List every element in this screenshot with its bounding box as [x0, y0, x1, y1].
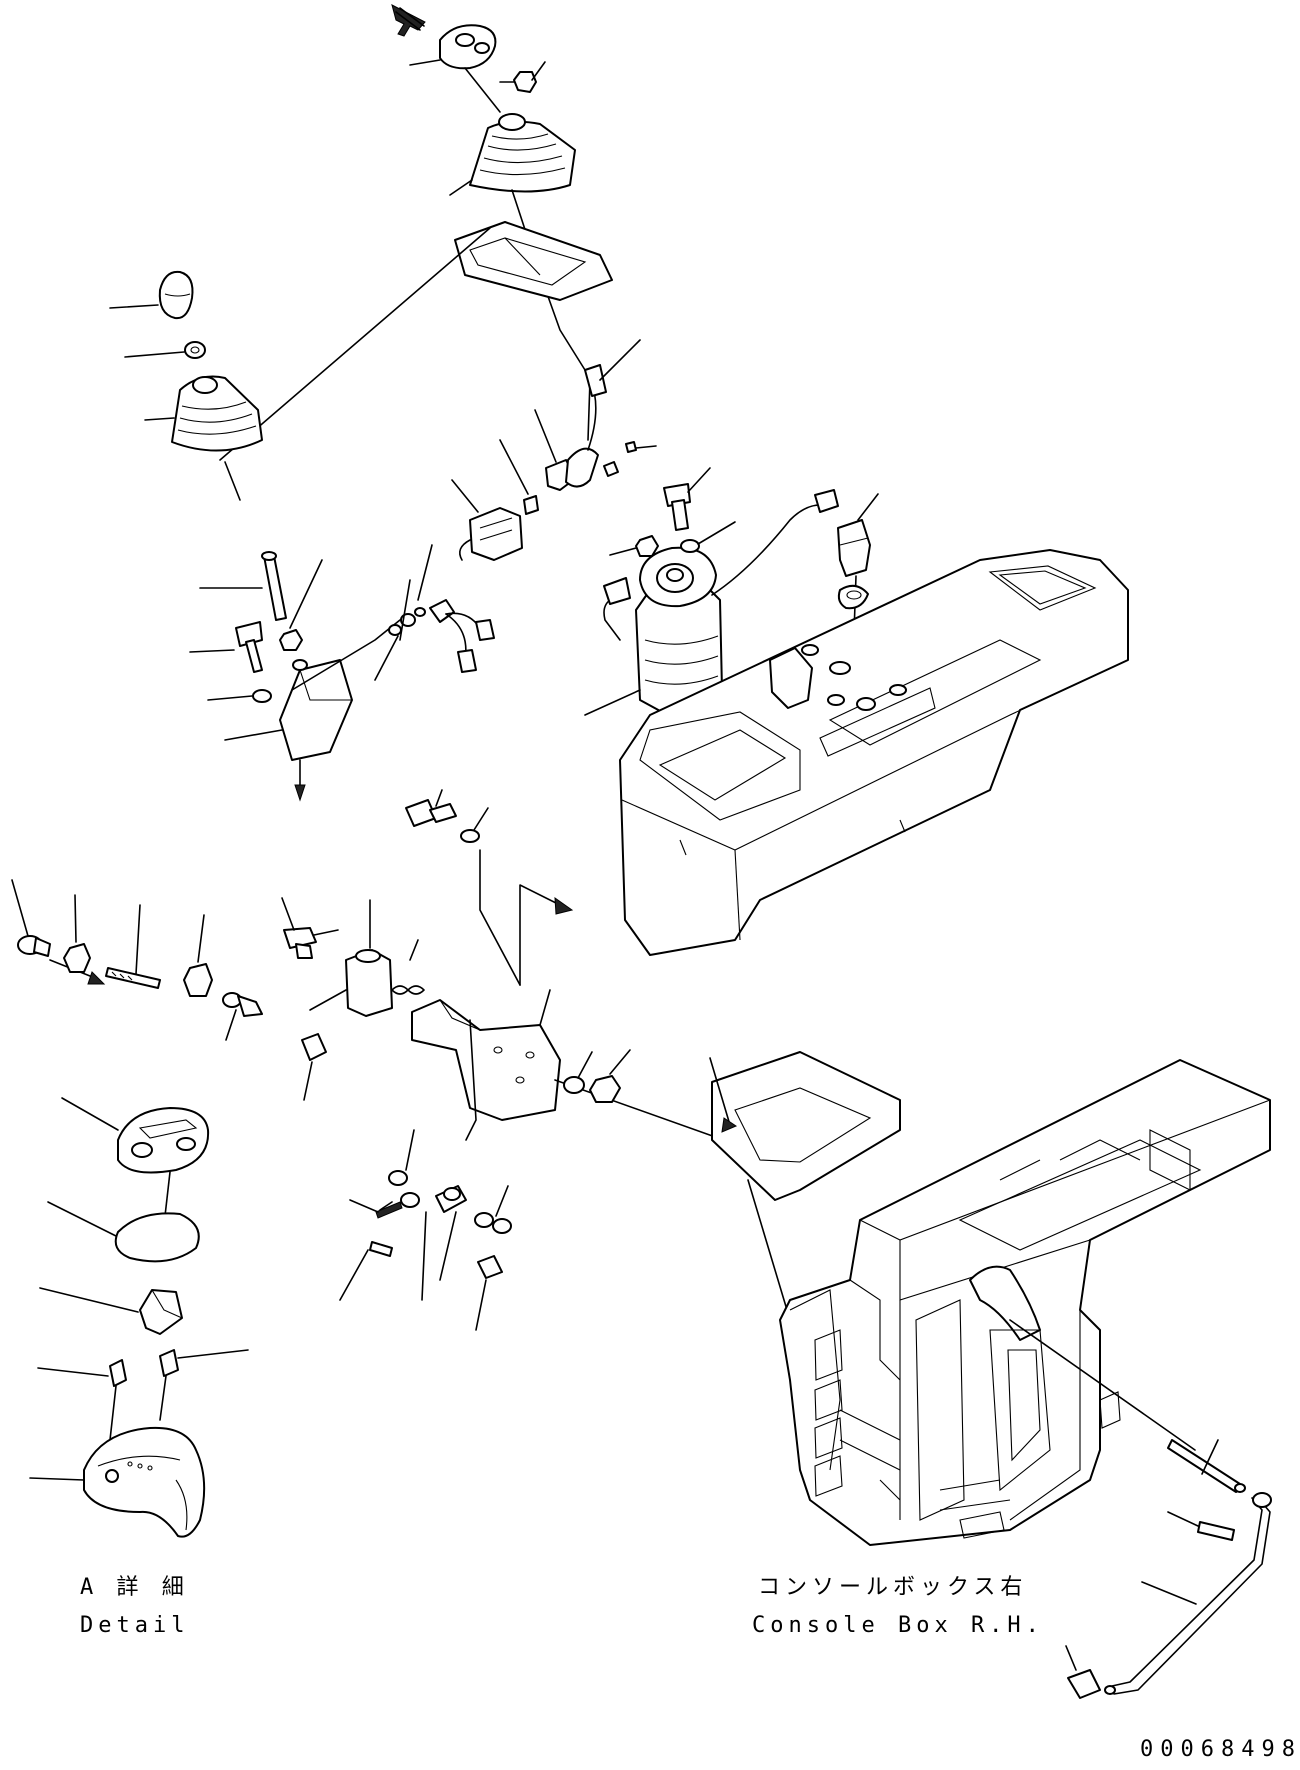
middle-linkage — [11, 789, 781, 1331]
knob-small — [109, 270, 194, 320]
screw-small — [603, 441, 657, 477]
boot-plate — [219, 221, 613, 461]
spring — [391, 939, 425, 995]
console-caption-en: Console Box R.H. — [752, 1613, 1044, 1638]
lower-pivot — [339, 1129, 512, 1331]
cable-end — [584, 339, 641, 397]
bolt-left — [11, 879, 106, 985]
washer-mid — [460, 807, 521, 986]
washer-motor — [680, 521, 736, 553]
lever-grip-assembly — [219, 4, 613, 461]
screw — [499, 71, 537, 93]
bolt-large — [663, 467, 711, 531]
switch — [39, 1287, 183, 1335]
grommet — [837, 584, 869, 610]
connector-block — [451, 479, 523, 561]
boot-small — [144, 375, 263, 501]
washer — [207, 689, 272, 703]
lever-linkage — [189, 544, 495, 802]
actuator-motor — [584, 546, 723, 716]
mounting-bracket — [411, 989, 781, 1161]
harness-wire — [711, 489, 839, 596]
nut-left — [63, 894, 91, 973]
detail-caption-jp: A 詳 細 — [80, 1575, 189, 1600]
detail-a: A 詳 細 Detail — [29, 1097, 249, 1638]
valve-block — [309, 899, 393, 1017]
nut-mid — [183, 914, 213, 997]
nut — [279, 559, 323, 651]
lever-boot — [469, 113, 586, 371]
cover-plate — [709, 1051, 901, 1321]
link-pins — [374, 544, 433, 681]
bushing — [301, 1033, 327, 1101]
grip-knob — [439, 24, 501, 113]
console-caption-jp: コンソールボックス右 — [758, 1575, 1027, 1600]
washer-nut-set — [563, 1049, 631, 1103]
console-cover — [619, 549, 1129, 956]
detail-caption-en: Detail — [80, 1613, 189, 1638]
console-frame: コンソールボックス右 Console Box R.H. — [709, 1051, 1272, 1699]
pin — [1167, 1439, 1246, 1493]
connectors — [451, 339, 657, 561]
lever-shaft — [199, 551, 287, 621]
connector-cable — [429, 599, 495, 673]
figure-number: 00068498 — [1140, 1737, 1300, 1762]
bolt-mid — [405, 789, 457, 827]
rod-end — [222, 992, 263, 1041]
clip — [499, 439, 539, 515]
wire-clip — [281, 897, 339, 959]
hand-lever — [1065, 1492, 1272, 1699]
pin-small — [1167, 1511, 1235, 1541]
nut-motor — [609, 535, 659, 557]
left-lever-assembly — [109, 270, 263, 501]
grip-body — [29, 1426, 206, 1538]
view-arrow-icon — [391, 4, 426, 37]
nut-small — [124, 341, 206, 359]
stud — [105, 904, 161, 989]
clip-right — [159, 1349, 249, 1421]
rubber-cover — [47, 1201, 200, 1263]
arrow-ref — [519, 884, 574, 986]
clip-left — [37, 1359, 127, 1441]
bolt — [189, 621, 263, 673]
lever-bracket — [224, 619, 401, 802]
